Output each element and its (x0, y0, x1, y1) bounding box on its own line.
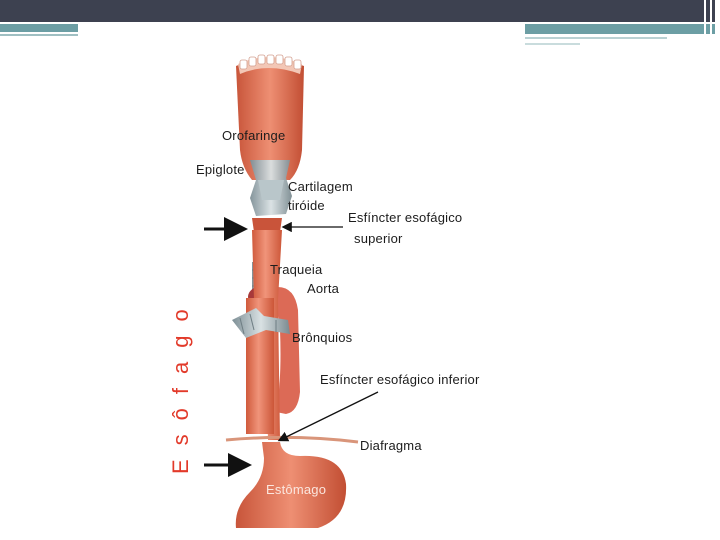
side-title-vertical: Esôfago (168, 295, 193, 474)
label-bronquios: Brônquios (292, 330, 353, 345)
label-traqueia: Traqueia (270, 262, 323, 277)
diaphragm-shape (226, 437, 358, 442)
upper-sphincter-shape (252, 218, 282, 232)
label-lower-sphincter: Esfíncter esofágico inferior (320, 372, 480, 387)
side-title-text: Esôfago (168, 295, 193, 474)
label-cartilagem-line1: Cartilagem (288, 179, 353, 194)
label-estomago: Estômago (266, 482, 326, 497)
label-cartilagem-line2: tiróide (288, 198, 325, 213)
label-upper-sphincter-line1: Esfíncter esofágico (348, 210, 462, 225)
label-orofaringe: Orofaringe (222, 128, 285, 143)
thyroid-cartilage-shape (250, 160, 292, 216)
label-epiglote: Epiglote (196, 162, 245, 177)
label-diafragma: Diafragma (360, 438, 422, 453)
label-aorta: Aorta (307, 281, 340, 296)
label-upper-sphincter-line2: superior (354, 231, 403, 246)
